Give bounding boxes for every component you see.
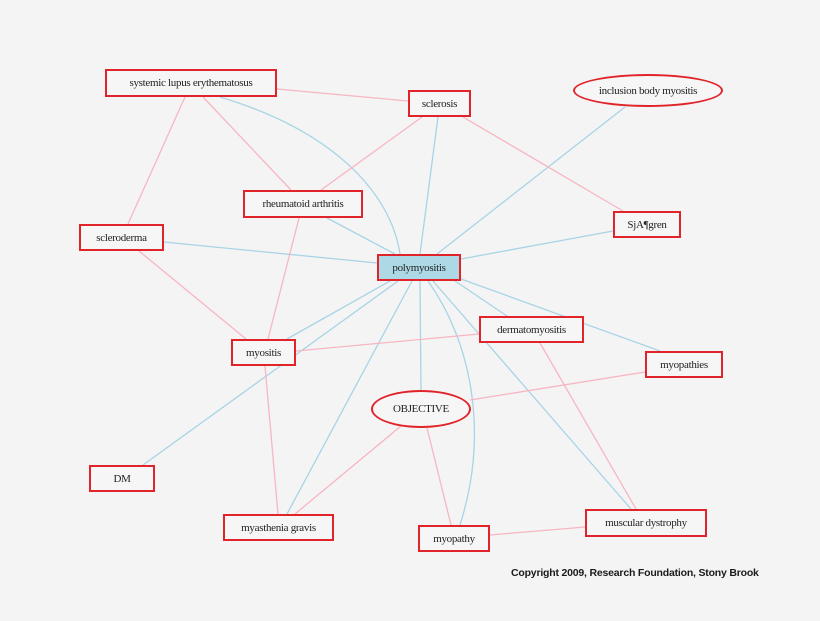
node-label: systemic lupus erythematosus: [129, 77, 253, 89]
node-label: DM: [113, 472, 131, 485]
node-label: SjA¶gren: [627, 218, 667, 231]
edge-myositis-mg: [264, 365, 279, 515]
node-label: OBJECTIVE: [393, 403, 449, 415]
node-ra[interactable]: rheumatoid arthritis: [243, 190, 363, 218]
node-label: myasthenia gravis: [241, 521, 316, 534]
edge-polymyositis-md: [432, 280, 632, 510]
edge-polymyositis-objective: [419, 280, 422, 391]
node-label: muscular dystrophy: [605, 517, 687, 529]
edge-polymyositis-dermatomyositis: [454, 280, 508, 317]
edge-objective-mg: [294, 425, 402, 515]
edge-polymyositis-scleroderma: [163, 241, 378, 264]
edge-sclerosis-sjogren: [462, 116, 624, 212]
edge-objective-myopathy: [426, 427, 452, 526]
edge-sle-ra: [202, 96, 292, 191]
edge-polymyositis-mg: [286, 280, 413, 515]
edge-myopathy-md: [489, 526, 586, 536]
node-label: scleroderma: [96, 231, 147, 244]
edge-sle-scleroderma: [127, 96, 186, 225]
node-label: myositis: [246, 346, 281, 359]
edge-polymyositis-dm: [142, 280, 399, 466]
node-label: myopathy: [433, 532, 475, 545]
edge-sle-sclerosis: [276, 88, 409, 102]
node-ibm[interactable]: inclusion body myositis: [573, 74, 723, 107]
node-sle[interactable]: systemic lupus erythematosus: [105, 69, 277, 97]
edge-polymyositis-ra: [326, 217, 396, 255]
node-sjogren[interactable]: SjA¶gren: [613, 211, 681, 238]
edge-polymyositis-myopathy: [427, 280, 475, 526]
node-myopathies[interactable]: myopathies: [645, 351, 723, 378]
edge-scleroderma-myositis: [138, 250, 247, 340]
edge-polymyositis-ibm: [436, 106, 626, 255]
copyright-text: Copyright 2009, Research Foundation, Sto…: [511, 567, 759, 579]
node-dermatomyositis[interactable]: dermatomyositis: [479, 316, 584, 343]
node-label: myopathies: [660, 358, 708, 371]
node-dm[interactable]: DM: [89, 465, 155, 492]
node-md[interactable]: muscular dystrophy: [585, 509, 707, 537]
node-objective[interactable]: OBJECTIVE: [371, 390, 471, 428]
node-myositis[interactable]: myositis: [231, 339, 296, 366]
node-scleroderma[interactable]: scleroderma: [79, 224, 164, 251]
node-label: inclusion body myositis: [598, 84, 698, 97]
edge-dermatomyositis-md: [539, 342, 637, 510]
node-sclerosis[interactable]: sclerosis: [408, 90, 471, 117]
edge-objective-myopathies: [469, 371, 646, 401]
edge-polymyositis-myositis: [286, 280, 391, 340]
node-mg[interactable]: myasthenia gravis: [223, 514, 334, 541]
edge-polymyositis-sle: [219, 96, 401, 255]
node-label: dermatomyositis: [497, 323, 566, 336]
node-myopathy[interactable]: myopathy: [418, 525, 490, 552]
edge-polymyositis-sclerosis: [419, 116, 439, 255]
node-polymyositis[interactable]: polymyositis: [377, 254, 461, 281]
edge-myositis-dermatomyositis: [295, 333, 480, 352]
node-label: sclerosis: [421, 97, 458, 110]
edge-polymyositis-myopathies: [460, 278, 661, 352]
edge-sclerosis-ra: [320, 116, 423, 191]
edge-ra-myositis: [267, 217, 300, 340]
edge-polymyositis-sjogren: [460, 230, 614, 260]
node-label: rheumatoid arthritis: [262, 198, 344, 210]
node-label: polymyositis: [392, 261, 446, 274]
